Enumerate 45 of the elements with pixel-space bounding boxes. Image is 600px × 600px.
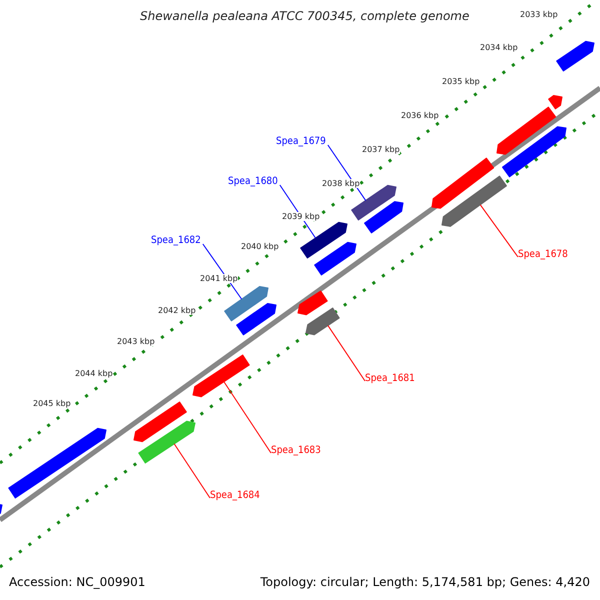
scale-label: 2040 kbp [241, 242, 279, 251]
gene-bar [306, 308, 340, 336]
gene-bar [298, 290, 328, 316]
gene-bar [548, 95, 562, 110]
gene-bar [8, 428, 106, 498]
gene-bar [134, 402, 187, 442]
scale-label: 2035 kbp [442, 77, 480, 86]
scale-label: 2041 kbp [200, 274, 238, 283]
gene-label: Spea_1684 [210, 490, 260, 501]
gene-label: Spea_1680 [228, 176, 278, 187]
scale-label: 2043 kbp [117, 337, 155, 346]
scale-label: 2039 kbp [282, 212, 320, 221]
scale-label: 2042 kbp [158, 306, 196, 315]
gene-label: Spea_1679 [276, 136, 326, 147]
gene-label: Spea_1681 [365, 373, 415, 384]
leader-line [223, 381, 272, 454]
gene-bar [300, 222, 348, 258]
gene-bar [364, 201, 404, 234]
scale-label: 2045 kbp [33, 399, 71, 408]
genome-info-text: Topology: circular; Length: 5,174,581 bp; Genes: 4,420 [260, 575, 590, 589]
gene-bar [502, 126, 566, 178]
gene-bar [442, 176, 507, 227]
title: Shewanella pealeana ATCC 700345, complete genome [140, 9, 470, 23]
scale-label: 2044 kbp [75, 369, 113, 378]
gene-bar [556, 40, 594, 72]
gene-bar [224, 286, 268, 322]
accession-text: Accession: NC_009901 [9, 575, 146, 589]
leader-line [279, 184, 316, 238]
gene-label: Spea_1683 [271, 445, 321, 456]
scale-label: 2034 kbp [480, 43, 518, 52]
scale-label: 2037 kbp [362, 145, 400, 154]
scale-label: 2033 kbp [520, 10, 558, 19]
gene-bar [496, 106, 556, 155]
scale-label: 2038 kbp [322, 179, 360, 188]
gene-bar [236, 303, 276, 336]
gene-label: Spea_1682 [151, 235, 201, 246]
leader-line [480, 204, 518, 258]
gene-bar [192, 354, 250, 398]
gene-bar [138, 420, 196, 464]
scale-label: 2036 kbp [401, 111, 439, 120]
gene-bar [314, 242, 356, 276]
gene-bar [432, 158, 494, 209]
leader-line [327, 325, 366, 382]
gene-label: Spea_1678 [518, 249, 568, 260]
leader-line [174, 443, 210, 498]
